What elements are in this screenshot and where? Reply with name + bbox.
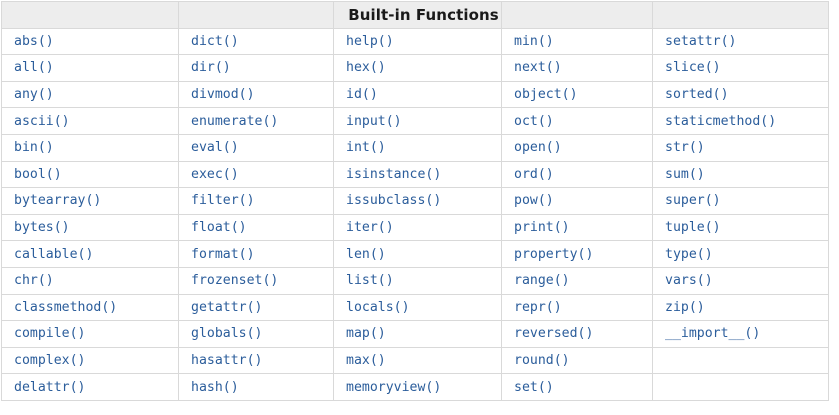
builtin-function-cell[interactable]: type() [652, 240, 829, 268]
table-body: abs()dict()help()min()setattr()all()dir(… [1, 28, 829, 401]
table-row: bytearray()filter()issubclass()pow()supe… [1, 187, 829, 215]
table-row: any()divmod()id()object()sorted() [1, 81, 829, 109]
builtin-function-cell[interactable]: iter() [333, 214, 502, 242]
builtin-function-cell[interactable]: print() [501, 214, 653, 242]
table-row: abs()dict()help()min()setattr() [1, 28, 829, 56]
builtin-function-cell[interactable]: bool() [1, 161, 179, 189]
builtin-functions-table: Built-in Functions abs()dict()help()min(… [1, 1, 829, 401]
builtin-function-cell[interactable]: str() [652, 134, 829, 162]
builtin-function-cell[interactable]: zip() [652, 294, 829, 322]
builtin-function-cell[interactable]: open() [501, 134, 653, 162]
builtin-function-cell[interactable]: bytes() [1, 214, 179, 242]
builtin-functions-table-wrapper: Built-in Functions abs()dict()help()min(… [1, 1, 829, 401]
builtin-function-cell[interactable]: map() [333, 320, 502, 348]
table-row: bytes()float()iter()print()tuple() [1, 214, 829, 242]
builtin-function-cell[interactable]: hash() [178, 373, 334, 401]
builtin-function-cell[interactable]: bytearray() [1, 187, 179, 215]
builtin-function-cell[interactable]: __import__() [652, 320, 829, 348]
builtin-function-cell[interactable]: property() [501, 240, 653, 268]
builtin-function-cell[interactable]: staticmethod() [652, 107, 829, 135]
table-row: compile()globals()map()reversed()__impor… [1, 320, 829, 348]
builtin-function-cell[interactable]: ascii() [1, 107, 179, 135]
builtin-function-cell[interactable]: range() [501, 267, 653, 295]
builtin-function-cell[interactable]: pow() [501, 187, 653, 215]
builtin-function-cell[interactable]: locals() [333, 294, 502, 322]
builtin-function-cell[interactable]: dir() [178, 54, 334, 82]
builtin-function-cell[interactable]: sorted() [652, 81, 829, 109]
builtin-function-cell[interactable]: format() [178, 240, 334, 268]
table-header-row: Built-in Functions [1, 1, 829, 29]
table-row: ascii()enumerate()input()oct()staticmeth… [1, 107, 829, 135]
builtin-function-cell[interactable]: bin() [1, 134, 179, 162]
builtin-function-cell[interactable]: id() [333, 81, 502, 109]
table-row: bin()eval()int()open()str() [1, 134, 829, 162]
builtin-function-cell[interactable]: list() [333, 267, 502, 295]
table-cell-empty [652, 373, 829, 401]
header-cell-2 [178, 1, 334, 29]
builtin-function-cell[interactable]: compile() [1, 320, 179, 348]
table-row: delattr()hash()memoryview()set() [1, 373, 829, 401]
builtin-function-cell[interactable]: sum() [652, 161, 829, 189]
builtin-function-cell[interactable]: enumerate() [178, 107, 334, 135]
builtin-function-cell[interactable]: getattr() [178, 294, 334, 322]
builtin-function-cell[interactable]: vars() [652, 267, 829, 295]
builtin-function-cell[interactable]: abs() [1, 28, 179, 56]
builtin-function-cell[interactable]: memoryview() [333, 373, 502, 401]
builtin-function-cell[interactable]: exec() [178, 161, 334, 189]
builtin-function-cell[interactable]: chr() [1, 267, 179, 295]
header-cell-5 [652, 1, 829, 29]
page-title: Built-in Functions [333, 1, 502, 29]
builtin-function-cell[interactable]: tuple() [652, 214, 829, 242]
builtin-function-cell[interactable]: float() [178, 214, 334, 242]
builtin-function-cell[interactable]: eval() [178, 134, 334, 162]
builtin-function-cell[interactable]: setattr() [652, 28, 829, 56]
table-row: chr()frozenset()list()range()vars() [1, 267, 829, 295]
builtin-function-cell[interactable]: set() [501, 373, 653, 401]
table-row: complex()hasattr()max()round() [1, 347, 829, 375]
builtin-function-cell[interactable]: ord() [501, 161, 653, 189]
builtin-function-cell[interactable]: slice() [652, 54, 829, 82]
builtin-function-cell[interactable]: super() [652, 187, 829, 215]
table-row: classmethod()getattr()locals()repr()zip(… [1, 294, 829, 322]
builtin-function-cell[interactable]: min() [501, 28, 653, 56]
builtin-function-cell[interactable]: len() [333, 240, 502, 268]
builtin-function-cell[interactable]: next() [501, 54, 653, 82]
builtin-function-cell[interactable]: callable() [1, 240, 179, 268]
header-cell-1 [1, 1, 179, 29]
builtin-function-cell[interactable]: any() [1, 81, 179, 109]
builtin-function-cell[interactable]: max() [333, 347, 502, 375]
builtin-function-cell[interactable]: repr() [501, 294, 653, 322]
builtin-function-cell[interactable]: reversed() [501, 320, 653, 348]
builtin-function-cell[interactable]: dict() [178, 28, 334, 56]
builtin-function-cell[interactable]: frozenset() [178, 267, 334, 295]
builtin-function-cell[interactable]: help() [333, 28, 502, 56]
builtin-function-cell[interactable]: object() [501, 81, 653, 109]
header-cell-4 [501, 1, 653, 29]
table-row: all()dir()hex()next()slice() [1, 54, 829, 82]
builtin-function-cell[interactable]: divmod() [178, 81, 334, 109]
builtin-function-cell[interactable]: hex() [333, 54, 502, 82]
builtin-function-cell[interactable]: oct() [501, 107, 653, 135]
builtin-function-cell[interactable]: int() [333, 134, 502, 162]
builtin-function-cell[interactable]: issubclass() [333, 187, 502, 215]
builtin-function-cell[interactable]: isinstance() [333, 161, 502, 189]
builtin-function-cell[interactable]: hasattr() [178, 347, 334, 375]
builtin-function-cell[interactable]: delattr() [1, 373, 179, 401]
builtin-function-cell[interactable]: classmethod() [1, 294, 179, 322]
table-header: Built-in Functions [1, 1, 829, 29]
builtin-function-cell[interactable]: all() [1, 54, 179, 82]
builtin-function-cell[interactable]: input() [333, 107, 502, 135]
table-row: callable()format()len()property()type() [1, 240, 829, 268]
builtin-function-cell[interactable]: filter() [178, 187, 334, 215]
builtin-function-cell[interactable]: globals() [178, 320, 334, 348]
table-row: bool()exec()isinstance()ord()sum() [1, 161, 829, 189]
builtin-function-cell[interactable]: round() [501, 347, 653, 375]
builtin-function-cell[interactable]: complex() [1, 347, 179, 375]
table-cell-empty [652, 347, 829, 375]
